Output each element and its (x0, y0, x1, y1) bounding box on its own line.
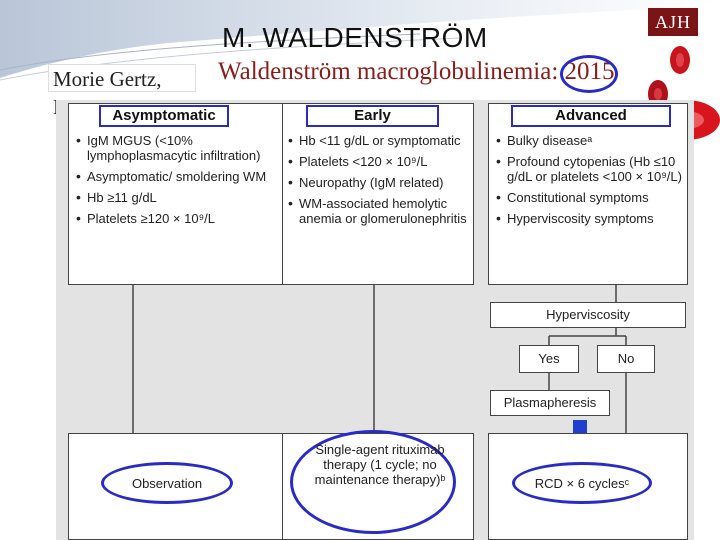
list-item: Hb <11 g/dL or symptomatic (288, 133, 468, 148)
year-annotation-oval (560, 55, 618, 93)
list-item: Neuropathy (IgM related) (288, 175, 468, 190)
list-item: Hb ≥11 g/dL (76, 190, 281, 205)
list-item: Hyperviscosity symptoms (496, 211, 684, 226)
background-swoosh (0, 0, 720, 81)
no-box: No (597, 345, 655, 373)
list-item: Constitutional symptoms (496, 190, 684, 205)
author-name: Morie Gertz, M.D. (48, 64, 196, 119)
plasmapheresis-box: Plasmapheresis (490, 390, 610, 416)
list-item: Platelets ≥120 × 10⁹/L (76, 211, 281, 226)
observation-label: Observation (131, 476, 203, 491)
rcd-therapy-label: RCD × 6 cyclesᶜ (534, 476, 630, 491)
list-item: Asymptomatic/ smoldering WM (76, 169, 281, 184)
list-item: Profound cytopenias (Hb ≤10 g/dL or plat… (496, 154, 684, 184)
advanced-criteria-list: Bulky diseaseᵃ Profound cytopenias (Hb ≤… (496, 133, 684, 232)
advanced-header: Advanced (511, 105, 671, 127)
list-item: WM-associated hemolytic anemia or glomer… (288, 196, 468, 226)
asymptomatic-criteria-list: IgM MGUS (<10% lymphoplasmacytic infiltr… (76, 133, 281, 232)
rituximab-annotation-oval (290, 430, 456, 534)
journal-badge: AJH (648, 8, 698, 36)
paper-title: Waldenström macroglobulinemia: 2015 (218, 58, 615, 85)
early-criteria-list: Hb <11 g/dL or symptomatic Platelets <12… (288, 133, 468, 232)
list-item: IgM MGUS (<10% lymphoplasmacytic infiltr… (76, 133, 281, 163)
asymptomatic-header: Asymptomatic (99, 105, 229, 127)
treatment-flowchart: Asymptomatic IgM MGUS (<10% lymphoplasma… (56, 100, 694, 540)
observation-annotation-oval (101, 462, 233, 504)
hyperviscosity-box: Hyperviscosity (490, 302, 686, 328)
rcd-annotation-oval (512, 462, 652, 504)
rituximab-therapy-label: Single-agent rituximab therapy (1 cycle;… (314, 442, 446, 487)
list-item: Platelets <120 × 10⁹/L (288, 154, 468, 169)
early-header: Early (306, 105, 439, 127)
slide-title: M. WALDENSTRÖM (222, 22, 488, 53)
yes-box: Yes (519, 345, 579, 373)
list-item: Bulky diseaseᵃ (496, 133, 684, 148)
